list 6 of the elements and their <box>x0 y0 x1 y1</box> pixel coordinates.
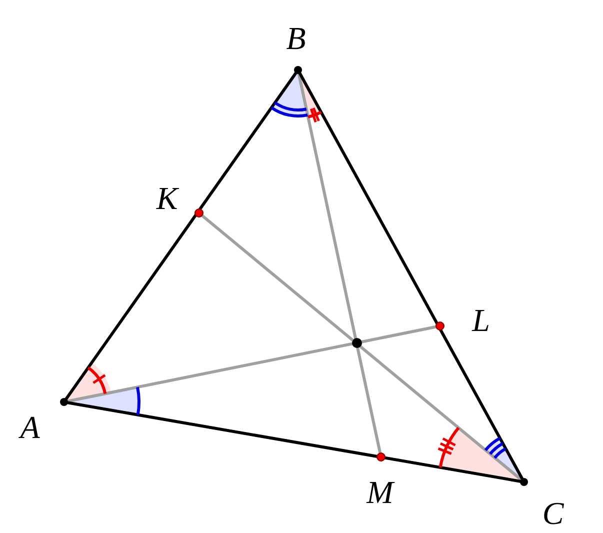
point-label: L <box>472 304 490 336</box>
point-label: B <box>286 22 306 54</box>
point-label: C <box>542 497 564 529</box>
point-label: K <box>156 182 178 214</box>
point-label: A <box>20 411 40 443</box>
point-label: M <box>366 476 394 508</box>
